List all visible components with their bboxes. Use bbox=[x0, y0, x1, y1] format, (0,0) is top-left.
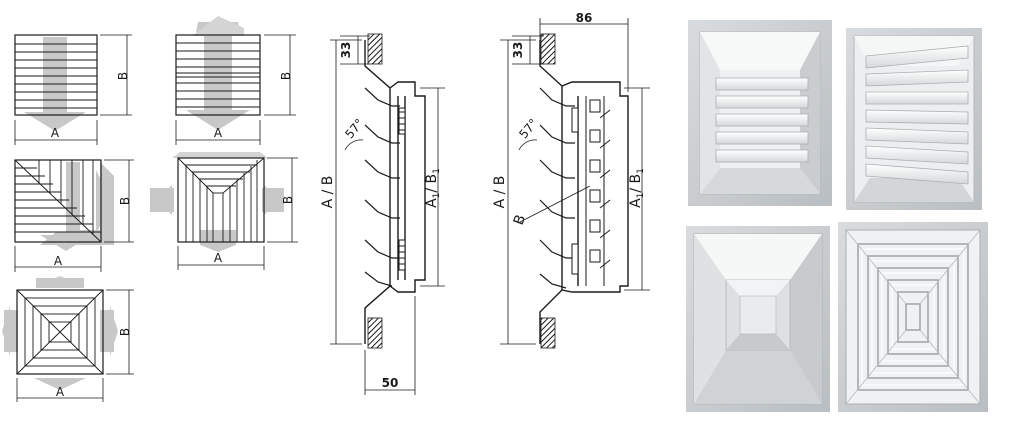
diffuser-frame bbox=[364, 40, 426, 344]
louver-blades bbox=[715, 77, 809, 163]
width-label: A bbox=[54, 254, 63, 268]
inner-height-label: A1/ B1 bbox=[628, 168, 646, 208]
section-double-deflection: 86 33 A / B A1/ B1 57° B bbox=[492, 11, 650, 349]
section-height-label: A / B bbox=[320, 176, 336, 209]
photo-tilted-diffuser bbox=[846, 28, 982, 210]
depth-single-label: 50 bbox=[382, 376, 399, 390]
springs bbox=[571, 107, 579, 275]
height-label: B bbox=[279, 72, 293, 80]
section-single-deflection: 33 A / B A1/ B1 57° 50 bbox=[320, 33, 445, 395]
louver-blades bbox=[865, 45, 969, 185]
photo-horizontal-diffuser bbox=[688, 20, 832, 206]
deflector-slats bbox=[539, 87, 575, 289]
springs bbox=[398, 107, 406, 271]
grille-outline bbox=[177, 157, 265, 243]
pattern-one-way: A B bbox=[14, 34, 132, 145]
height-label: B bbox=[118, 328, 132, 336]
photo-concentric-diffuser bbox=[838, 222, 988, 412]
ceiling-bottom bbox=[367, 317, 383, 349]
grille-outline bbox=[175, 34, 261, 116]
three-way-slats bbox=[177, 157, 265, 242]
angle-label: 57° bbox=[342, 116, 366, 141]
height-label: B bbox=[281, 196, 295, 204]
mount-depth-label: 33 bbox=[511, 42, 525, 59]
mount-depth-label: 33 bbox=[339, 42, 353, 59]
concentric-rings bbox=[857, 243, 969, 391]
inner-height-label: A1/ B1 bbox=[424, 168, 442, 208]
grille-outline bbox=[14, 34, 98, 116]
ceiling-bottom bbox=[540, 317, 556, 349]
depth-double-label: 86 bbox=[576, 11, 593, 25]
ceiling-top bbox=[540, 33, 556, 65]
height-label: B bbox=[116, 72, 130, 80]
horizontal-slats bbox=[15, 43, 97, 109]
grille-outline bbox=[16, 289, 104, 375]
pattern-two-way: A B bbox=[175, 16, 296, 145]
blade-label: B bbox=[511, 213, 529, 228]
angle-label: 57° bbox=[516, 116, 540, 141]
four-way-slats bbox=[16, 289, 104, 375]
ceiling-top bbox=[367, 33, 383, 65]
section-height-label: A / B bbox=[492, 176, 508, 209]
deflector-slats bbox=[364, 87, 400, 287]
pattern-four-way: A B bbox=[2, 276, 134, 402]
width-label: A bbox=[56, 385, 65, 399]
height-label: B bbox=[118, 197, 132, 205]
corner-slats bbox=[14, 159, 102, 243]
photo-square-diffuser bbox=[686, 226, 830, 412]
width-label: A bbox=[51, 126, 60, 140]
grille-outline bbox=[14, 159, 102, 243]
rear-blades bbox=[585, 96, 611, 286]
pattern-three-way: A B bbox=[150, 152, 298, 270]
diffuser-frame bbox=[539, 40, 629, 344]
pattern-corner: A B bbox=[14, 159, 134, 272]
width-label: A bbox=[214, 126, 223, 140]
airflow-arrow bbox=[40, 162, 114, 245]
width-label: A bbox=[214, 251, 223, 265]
horizontal-slats bbox=[176, 42, 260, 108]
